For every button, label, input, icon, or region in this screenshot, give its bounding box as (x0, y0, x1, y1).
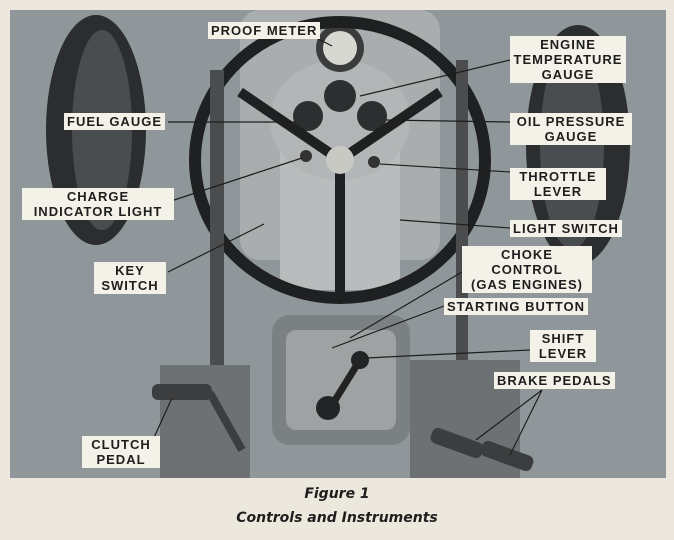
callout-clutch-pedal: CLUTCH PEDAL (82, 436, 160, 468)
callout-light-switch: LIGHT SWITCH (510, 220, 622, 237)
callout-brake-pedals: BRAKE PEDALS (494, 372, 615, 389)
callout-engine-temperature-gauge: ENGINE TEMPERATURE GAUGE (510, 36, 626, 83)
callout-shift-lever: SHIFT LEVER (530, 330, 596, 362)
callout-throttle-lever: THROTTLE LEVER (510, 168, 606, 200)
figure-title: Controls and Instruments (236, 510, 438, 526)
callout-key-switch: KEY SWITCH (94, 262, 166, 294)
callout-starting-button: STARTING BUTTON (444, 298, 589, 315)
callout-oil-pressure-gauge: OIL PRESSURE GAUGE (510, 113, 632, 145)
callout-charge-indicator-light: CHARGE INDICATOR LIGHT (22, 188, 174, 220)
callout-proof-meter: PROOF METER (208, 22, 321, 39)
callout-choke-control: CHOKE CONTROL (GAS ENGINES) (462, 246, 592, 293)
figure-number: Figure 1 (304, 486, 370, 502)
callout-fuel-gauge: FUEL GAUGE (64, 113, 165, 130)
